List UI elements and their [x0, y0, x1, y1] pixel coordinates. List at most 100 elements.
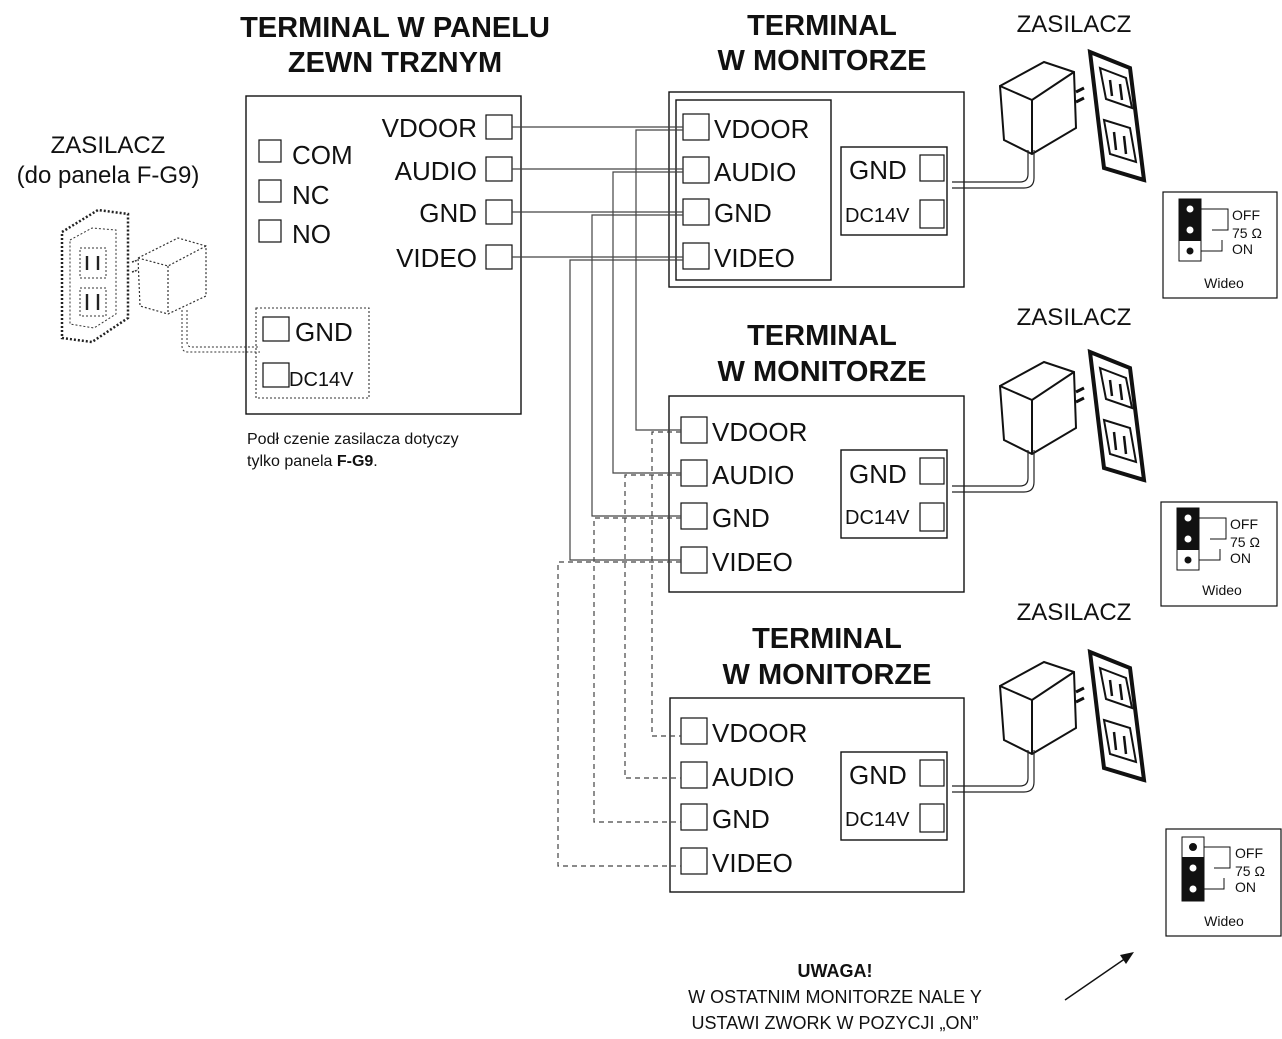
panel-title-line1: TERMINAL W PANELU: [240, 12, 550, 44]
monitor3-power-gnd-terminal: [919, 759, 945, 787]
jumper1-off-label: OFF: [1232, 207, 1260, 223]
monitor3-title-line1: TERMINAL: [752, 623, 902, 655]
monitor1-gnd-label: GND: [714, 198, 772, 228]
monitor3-title-line2: W MONITORZE: [723, 659, 932, 691]
psu3-cord-a: [952, 750, 1029, 787]
panel-video-terminal: [485, 244, 513, 270]
panel-power-gnd-terminal: [262, 316, 290, 342]
panel-nc-terminal: [258, 179, 282, 203]
psu1-cord-b: [952, 150, 1035, 189]
monitor1-video-terminal: [682, 242, 710, 270]
monitor2-title-line1: TERMINAL: [747, 320, 897, 352]
panel-video-label: VIDEO: [396, 243, 477, 273]
warning-line2: USTAWI ZWORK W POZYCJI „ON”: [692, 1013, 979, 1033]
jumper3-box: OFF 75 Ω ON Wideo: [1165, 828, 1282, 937]
panel-vdoor-label: VDOOR: [382, 113, 477, 143]
monitor3-gnd-terminal: [680, 803, 708, 831]
monitor3-video-label: VIDEO: [712, 848, 793, 878]
monitor2-power-gnd-label: GND: [849, 459, 907, 489]
jumper3-off-label: OFF: [1235, 845, 1263, 861]
monitor3-audio-terminal: [680, 761, 708, 789]
psu2-cord-b: [952, 450, 1035, 493]
jumper2-on-label: ON: [1230, 550, 1251, 566]
psu1-adapter-icon: [998, 60, 1085, 156]
monitor2-power-dc-terminal: [919, 502, 945, 532]
psu2-wall-outlet-icon: [1087, 348, 1147, 483]
monitor1-video-label: VIDEO: [714, 243, 795, 273]
left-psu-cord-a: [181, 310, 260, 353]
monitor1-vdoor-label: VDOOR: [714, 114, 809, 144]
panel-power-dc-terminal: [262, 362, 290, 388]
monitor2-video-label: VIDEO: [712, 547, 793, 577]
monitor2-gnd-label: GND: [712, 503, 770, 533]
monitor2-video-terminal: [680, 546, 708, 574]
wire-m1m2-video: [569, 259, 683, 561]
jumper3-cap: [1182, 857, 1204, 901]
warning-line1: W OSTATNIM MONITORZE NALE Y: [688, 987, 982, 1007]
left-wall-outlet-icon: [60, 208, 130, 344]
monitor3-gnd-label: GND: [712, 804, 770, 834]
wire-m2m3-video: [557, 561, 681, 867]
left-power-adapter-icon: [131, 237, 207, 315]
warning-arrow-icon: [1064, 952, 1134, 1001]
psu3-group: [952, 648, 1147, 793]
wires-monitor2-to-monitor3: [557, 431, 681, 867]
monitor2-audio-label: AUDIO: [712, 460, 794, 490]
monitor1-audio-label: AUDIO: [714, 157, 796, 187]
psu2-cord-a: [952, 450, 1029, 487]
panel-title-line2: ZEWN TRZNYM: [288, 47, 502, 79]
panel-power-dc-label: DC14V: [289, 369, 354, 391]
warning-title: UWAGA!: [798, 961, 873, 981]
psu1-wall-outlet-icon: [1087, 48, 1147, 183]
jumper1-caption: Wideo: [1204, 275, 1244, 291]
panel-no-label: NO: [292, 219, 331, 249]
jumper2-off-label: OFF: [1230, 516, 1258, 532]
monitor2-audio-terminal: [680, 459, 708, 487]
monitor2-vdoor-label: VDOOR: [712, 417, 807, 447]
jumper1-on-label: ON: [1232, 241, 1253, 257]
psu3-adapter-icon: [998, 660, 1085, 756]
monitor1-power-gnd-label: GND: [849, 155, 907, 185]
jumper3-on-label: ON: [1235, 879, 1256, 895]
monitor1-power-gnd-terminal: [919, 154, 945, 182]
left-psu-label-line1: ZASILACZ: [51, 132, 166, 159]
psu1-group: [952, 48, 1147, 189]
monitor2-power-dc-label: DC14V: [845, 507, 910, 529]
monitor1-power-dc-label: DC14V: [845, 205, 910, 227]
monitor1-gnd-terminal: [682, 198, 710, 226]
panel-audio-label: AUDIO: [395, 156, 477, 186]
monitor3-audio-label: AUDIO: [712, 762, 794, 792]
left-psu-cord-b: [186, 310, 260, 348]
monitor1-power-dc-terminal: [919, 199, 945, 229]
monitor2-title-line2: W MONITORZE: [718, 356, 927, 388]
panel-audio-terminal: [485, 156, 513, 182]
jumper1-cap: [1179, 199, 1201, 241]
jumper2-ohm-label: 75 Ω: [1230, 534, 1260, 550]
panel-nc-label: NC: [292, 180, 330, 210]
jumper3-caption: Wideo: [1204, 913, 1244, 929]
panel-com-label: COM: [292, 140, 353, 170]
wire-m1m2-audio: [612, 171, 683, 474]
panel-gnd-label: GND: [419, 198, 477, 228]
psu1-label: ZASILACZ: [1017, 11, 1132, 38]
psu2-label: ZASILACZ: [1017, 304, 1132, 331]
wire-m2m3-gnd: [593, 517, 681, 823]
monitor2-power-gnd-terminal: [919, 457, 945, 485]
jumper2-caption: Wideo: [1202, 582, 1242, 598]
psu3-label: ZASILACZ: [1017, 599, 1132, 626]
panel-vdoor-terminal: [485, 114, 513, 140]
panel-note-line2: tylko panela F-G9.: [247, 453, 378, 470]
panel-gnd-terminal: [485, 199, 513, 225]
wire-m1m2-gnd: [591, 214, 683, 517]
monitor3-power-dc-label: DC14V: [845, 809, 910, 831]
psu3-cord-b: [952, 750, 1035, 793]
panel-note-line1: Podł czenie zasilacza dotyczy: [247, 431, 459, 448]
monitor1-vdoor-terminal: [682, 113, 710, 141]
monitor2-gnd-terminal: [680, 502, 708, 530]
psu2-adapter-icon: [998, 360, 1085, 456]
panel-com-terminal: [258, 139, 282, 163]
jumper2-cap: [1177, 508, 1199, 550]
wires-monitor1-to-monitor2: [569, 129, 683, 561]
monitor1-title-line1: TERMINAL: [747, 10, 897, 42]
